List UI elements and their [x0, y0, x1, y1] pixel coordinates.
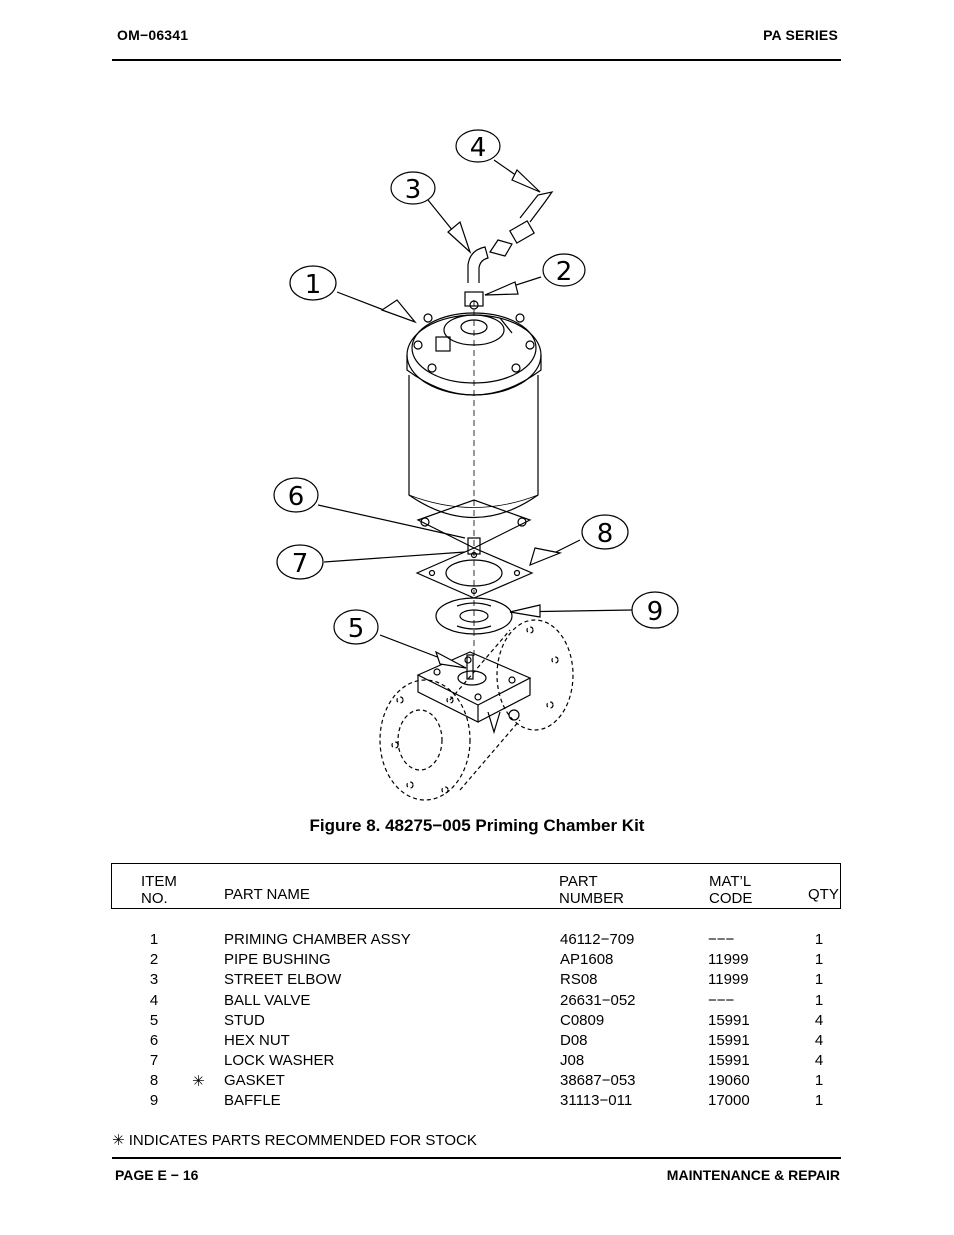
stock-note: ✳ INDICATES PARTS RECOMMENDED FOR STOCK [112, 1132, 477, 1149]
callout-7: 7 [292, 549, 309, 579]
callout-8: 8 [597, 519, 614, 549]
part-header-line2: NUMBER [559, 890, 625, 907]
material-code: 19060 [708, 1072, 750, 1089]
part-name: HEX NUT [224, 1032, 290, 1049]
material-code: 15991 [708, 1012, 750, 1029]
item-no-header: ITEM NO. [141, 873, 177, 907]
material-code: 15991 [708, 1052, 750, 1069]
material-code: 11999 [708, 971, 749, 988]
quantity: 4 [814, 1052, 824, 1069]
part-name: PIPE BUSHING [224, 951, 331, 968]
quantity: 1 [814, 1072, 824, 1089]
part-name: PRIMING CHAMBER ASSY [224, 931, 411, 948]
item-no: 1 [149, 931, 159, 948]
table-row: 1 PRIMING CHAMBER ASSY 46112−709 −−− 1 [112, 931, 840, 951]
part-name-header: PART NAME [224, 886, 310, 903]
quantity: 1 [814, 1092, 824, 1109]
exploded-parts-drawing: 1 2 3 4 5 6 7 8 9 [273, 129, 679, 801]
part-number: RS08 [560, 971, 598, 988]
item-no: 3 [149, 971, 159, 988]
part-number: 38687−053 [560, 1072, 636, 1089]
part-name: STUD [224, 1012, 265, 1029]
callout-3: 3 [405, 175, 422, 205]
part-number: 31113−011 [560, 1092, 633, 1109]
quantity: 4 [814, 1012, 824, 1029]
material-code: 11999 [708, 951, 749, 968]
part-number-header: PART NUMBER [559, 873, 624, 907]
material-code: −−− [708, 992, 735, 1009]
quantity: 1 [814, 931, 824, 948]
footer-rule [112, 1157, 841, 1159]
material-code: −−− [708, 931, 735, 948]
qty-header: QTY [808, 886, 839, 903]
quantity: 1 [814, 992, 824, 1009]
item-no: 7 [149, 1052, 159, 1069]
material-code: 17000 [708, 1092, 750, 1109]
table-row: 2 PIPE BUSHING AP1608 11999 1 [112, 951, 840, 971]
parts-table-header: ITEM NO. PART NAME PART NUMBER MAT’L COD… [111, 863, 841, 909]
item-no: 5 [149, 1012, 159, 1029]
callout-6: 6 [288, 482, 305, 512]
quantity: 1 [814, 951, 824, 968]
table-row: 9 BAFFLE 31113−011 17000 1 [112, 1092, 840, 1112]
part-number: J08 [560, 1052, 585, 1069]
part-name: GASKET [224, 1072, 285, 1089]
part-name: LOCK WASHER [224, 1052, 335, 1069]
quantity: 1 [814, 971, 824, 988]
part-name: STREET ELBOW [224, 971, 342, 988]
matl-header-line1: MAT’L [709, 873, 752, 890]
table-row: 3 STREET ELBOW RS08 11999 1 [112, 971, 840, 991]
callout-1: 1 [305, 270, 322, 300]
item-no: 9 [149, 1092, 159, 1109]
header-rule [112, 59, 841, 61]
callout-5: 5 [348, 614, 365, 644]
table-row: 8 ✳ GASKET 38687−053 19060 1 [112, 1072, 840, 1092]
material-code: 15991 [708, 1032, 750, 1049]
table-row: 7 LOCK WASHER J08 15991 4 [112, 1052, 840, 1072]
item-no: 8 [149, 1072, 159, 1089]
matl-code-header: MAT’L CODE [709, 873, 752, 907]
part-number: D08 [560, 1032, 588, 1049]
table-row: 6 HEX NUT D08 15991 4 [112, 1032, 840, 1052]
callout-4: 4 [470, 133, 487, 163]
part-name: BAFFLE [224, 1092, 281, 1109]
part-number: 26631−052 [560, 992, 636, 1009]
series-label: PA SERIES [763, 27, 838, 43]
quantity: 4 [814, 1032, 824, 1049]
document-number: OM−06341 [117, 27, 189, 43]
stock-marker: ✳ [192, 1073, 205, 1090]
item-no: 4 [149, 992, 159, 1009]
section-title: MAINTENANCE & REPAIR [666, 1167, 840, 1183]
page-number: PAGE E − 16 [115, 1167, 199, 1183]
item-header-line2: NO. [141, 890, 168, 907]
part-number: AP1608 [560, 951, 614, 968]
callout-2: 2 [556, 257, 573, 287]
callout-9: 9 [647, 597, 664, 627]
matl-header-line2: CODE [709, 890, 753, 907]
table-row: 4 BALL VALVE 26631−052 −−− 1 [112, 992, 840, 1012]
item-header-line1: ITEM [141, 873, 177, 890]
figure-caption: Figure 8. 48275−005 Priming Chamber Kit [309, 816, 645, 835]
item-no: 6 [149, 1032, 159, 1049]
table-row: 5 STUD C0809 15991 4 [112, 1012, 840, 1032]
item-no: 2 [149, 951, 159, 968]
part-number: 46112−709 [560, 931, 635, 948]
part-name: BALL VALVE [224, 992, 311, 1009]
part-header-line1: PART [559, 873, 598, 890]
part-number: C0809 [560, 1012, 605, 1029]
